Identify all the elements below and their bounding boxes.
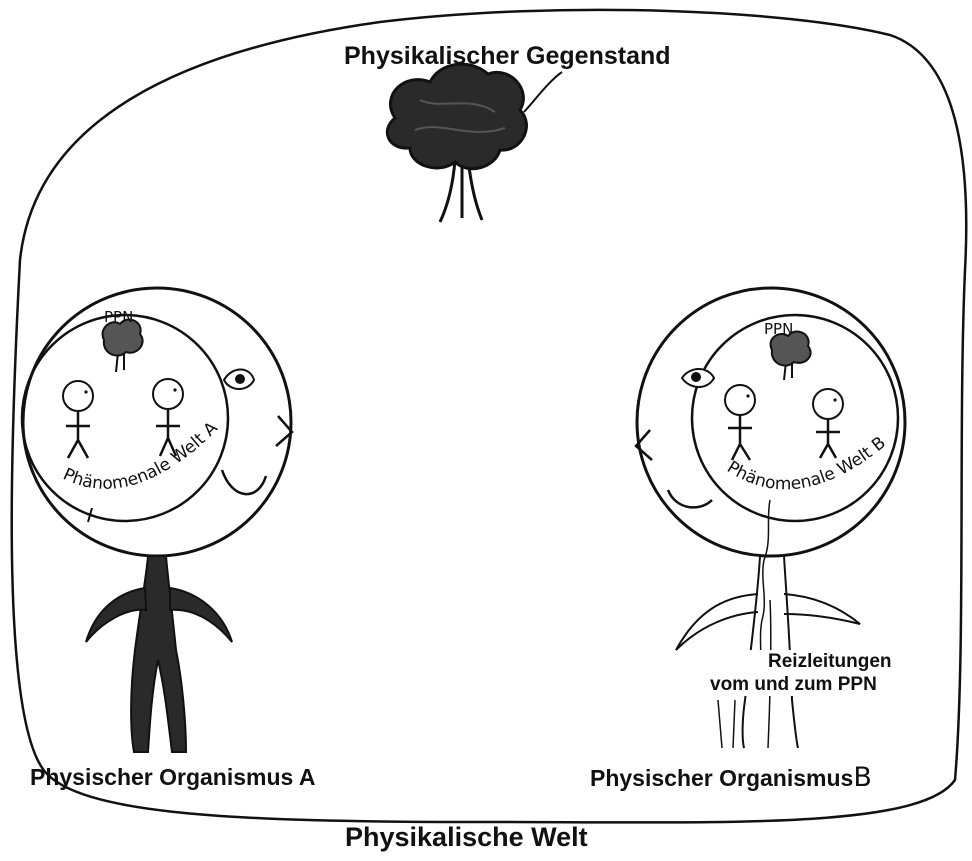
tree-icon: [387, 64, 526, 222]
mouth: [668, 490, 712, 507]
stick-figure-1: [63, 381, 93, 458]
phenomenal-world-a-label: Phänomenale Welt A: [60, 418, 222, 494]
ppn-label-b: PPN: [764, 320, 793, 338]
nerve-pathways-line-1: Reizleitungen: [710, 650, 892, 673]
organism-b-text: Physischer Organismus: [590, 765, 853, 791]
nerve-pathways-label: Reizleitungen vom und zum PPN: [708, 650, 894, 696]
physical-world-label: Physikalische Welt: [345, 822, 588, 853]
eye-icon: [224, 370, 254, 390]
organism-a-label: Physischer Organismus A: [30, 764, 315, 791]
body-a: [86, 556, 232, 752]
physical-object-label: Physikalischer Gegenstand: [344, 42, 671, 71]
phenomenal-world-b-label: Phänomenale Welt B: [723, 433, 889, 495]
organism-b-letter: B: [853, 762, 872, 793]
mouth: [222, 470, 266, 494]
nerve-pathways-line-2: vom und zum PPN: [710, 673, 892, 696]
small-tree-icon: [771, 331, 811, 380]
organism-a: Phänomenale Welt A PPN: [22, 288, 292, 752]
organism-b-label: Physischer OrganismusB: [590, 762, 872, 793]
eye-icon: [682, 369, 714, 387]
stick-figure-2: [813, 389, 843, 458]
ppn-label-a: PPN: [104, 308, 133, 326]
label-pointer-line: [524, 72, 562, 112]
small-tree-icon: [103, 319, 143, 372]
stick-figure-1: [725, 385, 755, 460]
